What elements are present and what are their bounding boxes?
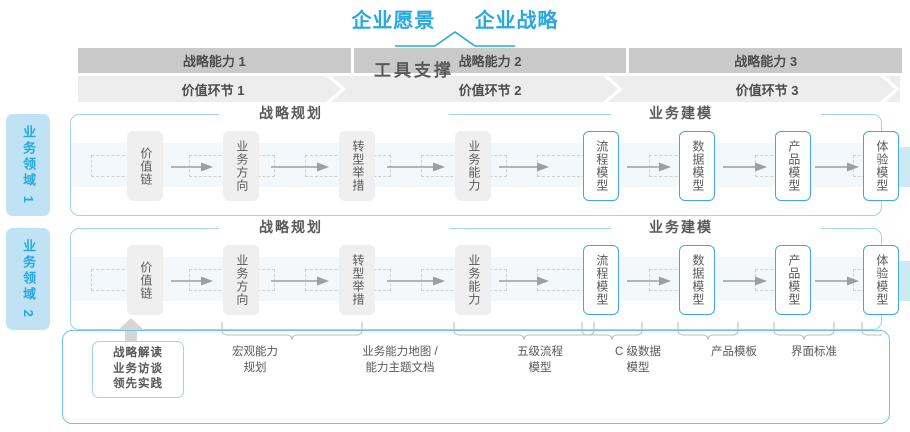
capability-cell[interactable]: 战略能力 3 [629,48,903,73]
side-tab-domain-2[interactable]: 业务领域 2 [6,228,50,330]
section-title-business-modeling: 业务建模 [641,103,721,123]
tool-label-line1: 产品模板 [711,346,757,358]
step-arrow-icon [627,276,671,286]
section-title-mask [219,225,449,232]
tool-label-line1: 宏观能力 [232,346,278,358]
bracket-connectors [221,322,882,341]
capability-cell[interactable]: 战略能力 2 [353,48,627,73]
title-strategy: 企业战略 [474,10,559,32]
step-arrow-icon [271,162,329,172]
tool-label-line1: C 级数据 [615,346,661,358]
process-card[interactable]: 业务方向 [223,245,259,315]
tool-label-line1: 界面标准 [791,346,837,358]
step-arrow-icon [171,162,213,172]
tool-label: 宏观能力 规划 [200,345,310,376]
process-card[interactable]: 转型举措 [339,245,375,315]
chevron-end-icon [880,76,902,102]
tool-label-line2: 规划 [243,361,267,374]
domain-row-1: 战略规划 业务建模 价值链 业务方向 转型举措 业务能力 流程模型 数据模型 产… [70,103,910,216]
title-vision: 企业愿景 [351,10,436,32]
tool-support-title: 工具支撑 [374,61,454,80]
tool-highlight-box[interactable]: 战略解读 业务访谈 领先实践 [92,341,184,398]
process-card[interactable]: 转型举措 [339,131,375,201]
tool-label-line2: 模型 [528,361,552,374]
process-card[interactable]: 业务能力 [455,131,491,201]
tool-label: 界面标准 [764,345,864,361]
model-card[interactable]: 产品模型 [775,245,811,315]
tool-label-line2: 能力主题文档 [365,361,435,374]
section-title-mask [219,111,449,118]
process-card[interactable]: 价值链 [127,131,163,201]
model-card[interactable]: 产品模型 [775,131,811,201]
tool-label: 业务能力地图 / 能力主题文档 [330,345,470,376]
process-card[interactable]: 价值链 [127,245,163,315]
capability-bar: 战略能力 1 战略能力 2 战略能力 3 [78,48,903,73]
process-card[interactable]: 业务能力 [455,245,491,315]
tool-label: 产品模板 [684,345,784,361]
model-card[interactable]: 体验模型 [863,131,899,201]
capability-cell[interactable]: 战略能力 1 [78,48,351,73]
peak-connector-icon [395,31,515,47]
section-title-strategy-planning: 战略规划 [251,217,331,237]
side-tab-label: 业务领域 1 [21,124,37,206]
value-chain-cell[interactable]: 价值环节 2 [458,82,522,98]
step-arrow-icon [387,276,445,286]
step-arrow-icon [723,162,767,172]
step-arrow-icon [499,276,549,286]
value-chain-bar: 价值环节 1 价值环节 2 价值环节 3 [78,76,902,102]
model-card[interactable]: 流程模型 [583,131,619,201]
model-card[interactable]: 流程模型 [583,245,619,315]
tool-label: 五级流程 模型 [490,345,590,376]
model-card[interactable]: 数据模型 [679,245,715,315]
side-tab-domain-1[interactable]: 业务领域 1 [6,114,50,216]
section-title-business-modeling: 业务建模 [641,217,721,237]
model-card[interactable]: 数据模型 [679,131,715,201]
tool-label-line1: 五级流程 [517,346,563,358]
step-arrow-icon [815,162,859,172]
tool-highlight-line: 战略解读 [113,347,163,359]
step-arrow-icon [499,162,549,172]
tool-label-line1: 业务能力地图 / [362,346,438,358]
side-tab-label: 业务领域 2 [21,238,37,320]
chevron-separator-icon [603,76,623,102]
top-titles: 企业愿景 企业战略 [0,4,910,33]
tool-feed-up-arrow-icon [118,318,144,344]
step-arrow-icon [271,276,329,286]
tool-label: C 级数据 模型 [588,345,688,376]
tool-highlight-line: 业务访谈 [113,362,163,375]
step-arrow-icon [815,276,859,286]
section-title-strategy-planning: 战略规划 [251,103,331,123]
tool-highlight-line: 领先实践 [113,378,163,391]
domain-row-2: 战略规划 业务建模 价值链 业务方向 转型举措 业务能力 流程模型 数据模型 产… [70,217,910,330]
step-arrow-icon [627,162,671,172]
step-arrow-icon [171,276,213,286]
value-chain-cell[interactable]: 价值环节 3 [735,82,799,98]
model-card[interactable]: 体验模型 [863,245,899,315]
value-chain-cell[interactable]: 价值环节 1 [181,82,245,98]
process-card[interactable]: 业务方向 [223,131,259,201]
chevron-separator-icon [326,76,346,102]
step-arrow-icon [387,162,445,172]
tool-label-line2: 模型 [626,361,650,374]
value-chain-background [78,76,902,102]
step-arrow-icon [723,276,767,286]
tool-support-container [62,330,890,424]
